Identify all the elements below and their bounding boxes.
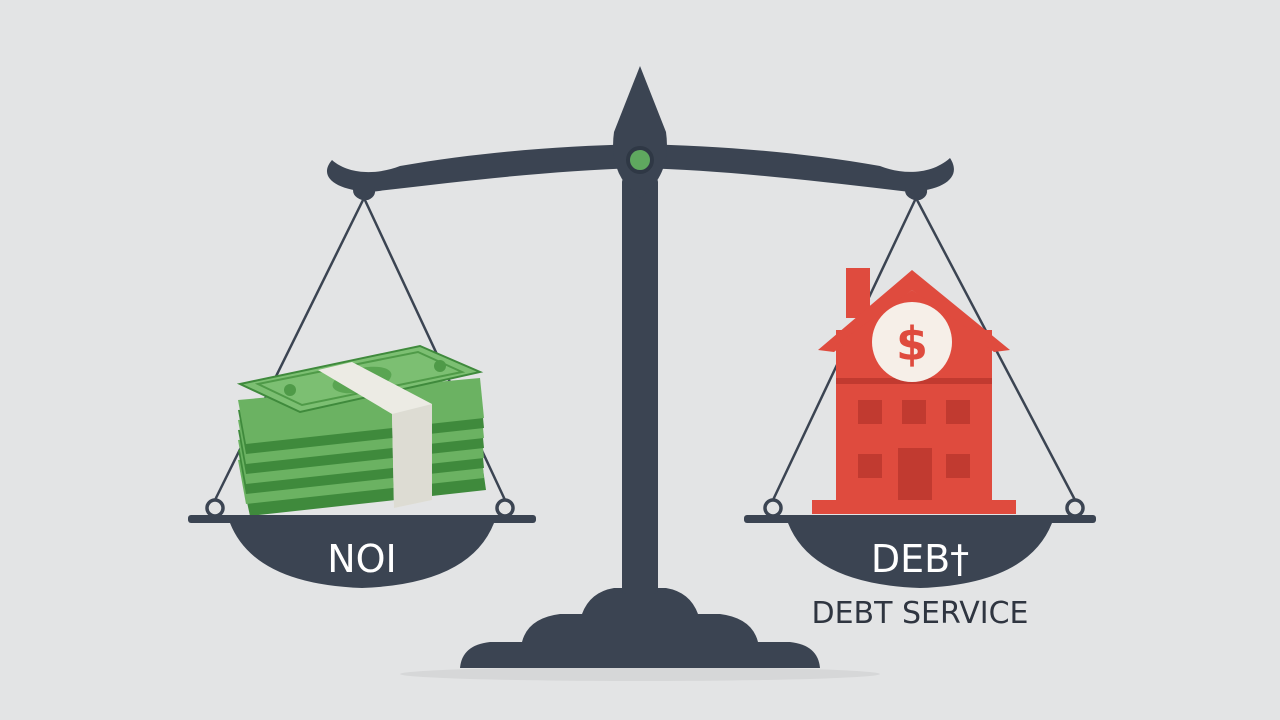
debt-service-caption: DEBT SERVICE: [812, 596, 1029, 631]
dollar-symbol: $: [896, 317, 928, 371]
left-pan-label: NOI: [327, 537, 397, 581]
right-pan: [744, 515, 1096, 588]
scale-pole: [622, 178, 658, 594]
house-icon: $: [812, 268, 1016, 514]
ground-shadow: [400, 667, 880, 681]
scale-top-spike: [613, 66, 667, 198]
scale-pivot: [626, 146, 654, 174]
left-pan: [188, 515, 536, 588]
money-stack: [236, 344, 486, 516]
dollar-coin-icon: [872, 302, 952, 382]
right-pan-label: DEB†: [871, 537, 969, 581]
scale-base: [460, 588, 820, 668]
